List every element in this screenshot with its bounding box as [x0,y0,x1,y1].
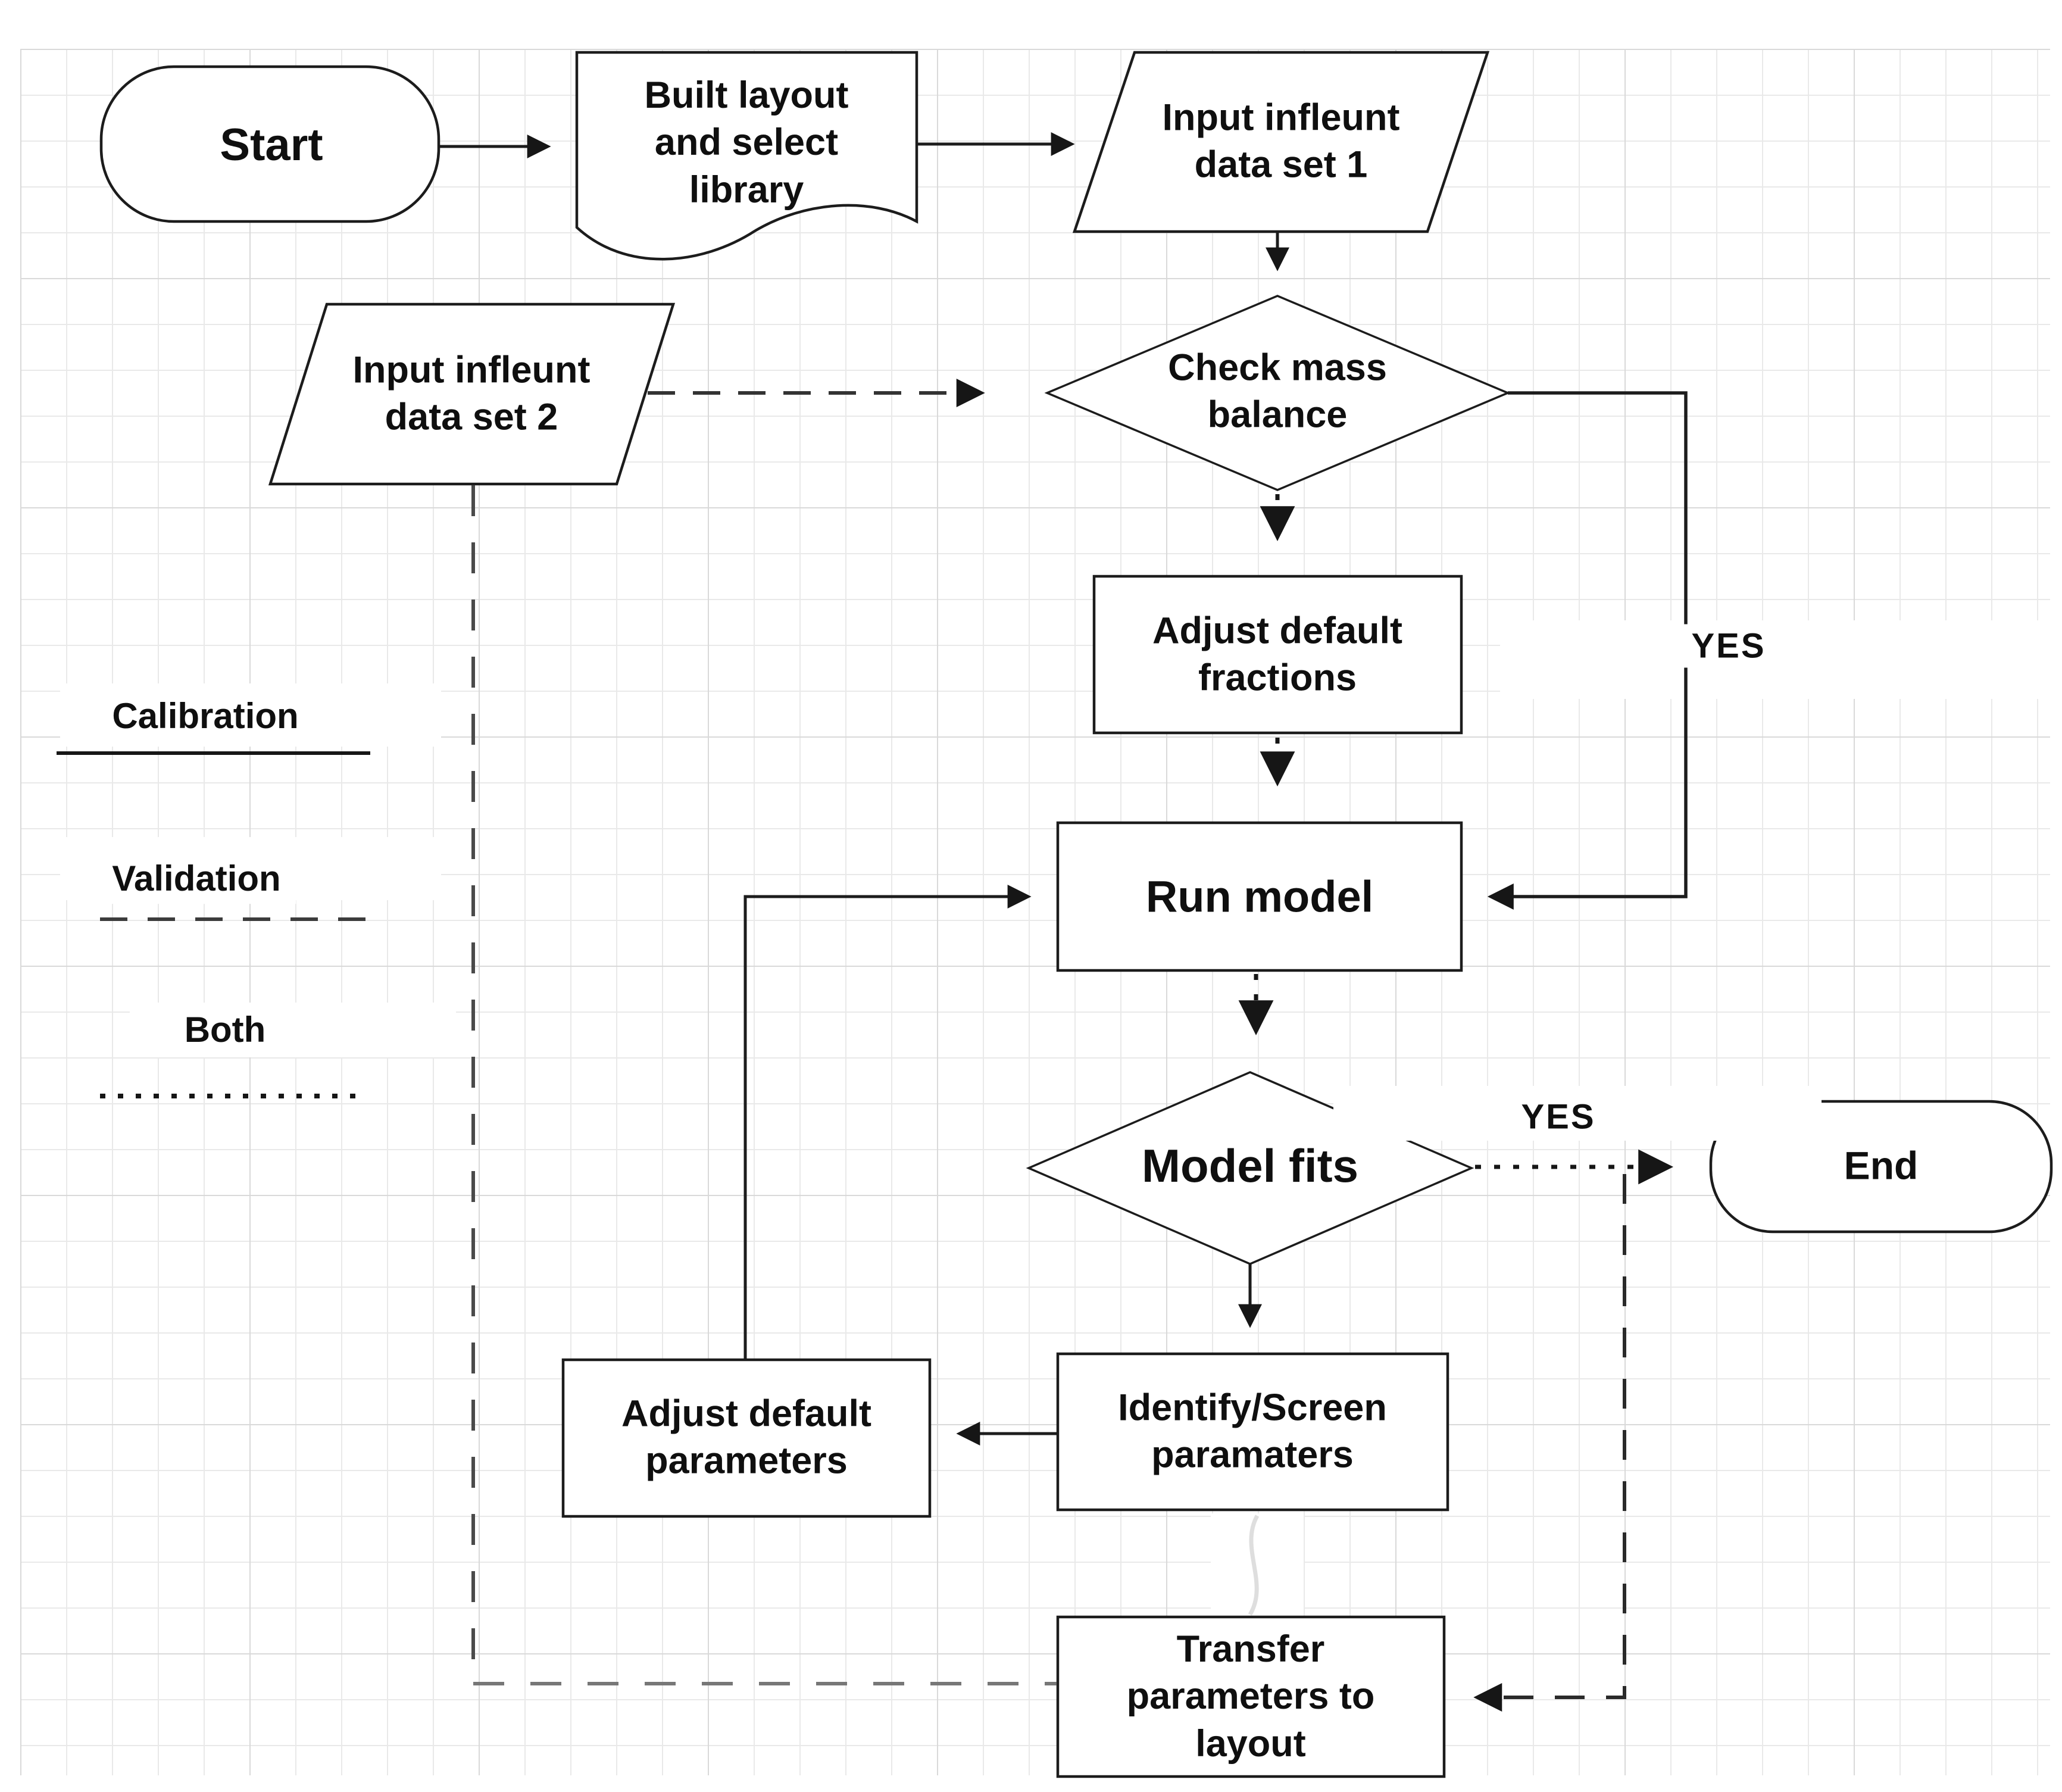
transfer-parameters-node-shape [1056,1615,1446,1778]
check-mass-balance-node-shape [1044,295,1511,491]
start-node-shape [99,65,440,223]
adjust-fractions-node-shape [1092,575,1463,735]
yes-mass-balance-backdrop [1500,620,2062,699]
adjust-parameters-node-shape [561,1358,932,1518]
edge-adjust-parameters-to-run-model [743,885,1032,1360]
run-model-node-shape [1056,821,1463,972]
input-set-2-node-shape [268,302,676,486]
transfer-parameters-node-label: Transfer parameters to layout [1126,1628,1375,1765]
end-node-label: End [1844,1143,1919,1188]
identify-screen-node-shape [1056,1352,1449,1512]
erased-arrow-trace [1248,1515,1260,1616]
built-layout-node-label: Built layout and select library [644,74,849,211]
input-set-2-node-label: Input infleunt data set 2 [352,349,591,438]
yes-label-mass-balance: YES [1683,624,1774,668]
built-layout-node-shape [575,51,918,261]
identify-screen-node-label: Identify/Screen paramaters [1118,1387,1387,1476]
input-set-1-node-label: Input infleunt data set 1 [1162,96,1400,186]
input-set-1-node-shape [1072,51,1490,233]
check-mass-balance-node-label: Check mass balance [1168,346,1387,436]
legend-item-both: Both [168,1005,282,1055]
legend-item-calibration: Calibration [96,691,314,741]
yes-label-model-fits: YES [1513,1095,1604,1139]
run-model-node-label: Run model [1145,872,1374,922]
model-fits-node-label: Model fits [1142,1139,1358,1192]
adjust-fractions-node-label: Adjust default fractions [1152,610,1402,699]
edge-yes-branch-to-transfer [1473,1174,1626,1712]
legend-item-validation: Validation [96,854,296,904]
start-node-label: Start [220,120,323,171]
adjust-parameters-node-label: Adjust default parameters [621,1393,871,1482]
